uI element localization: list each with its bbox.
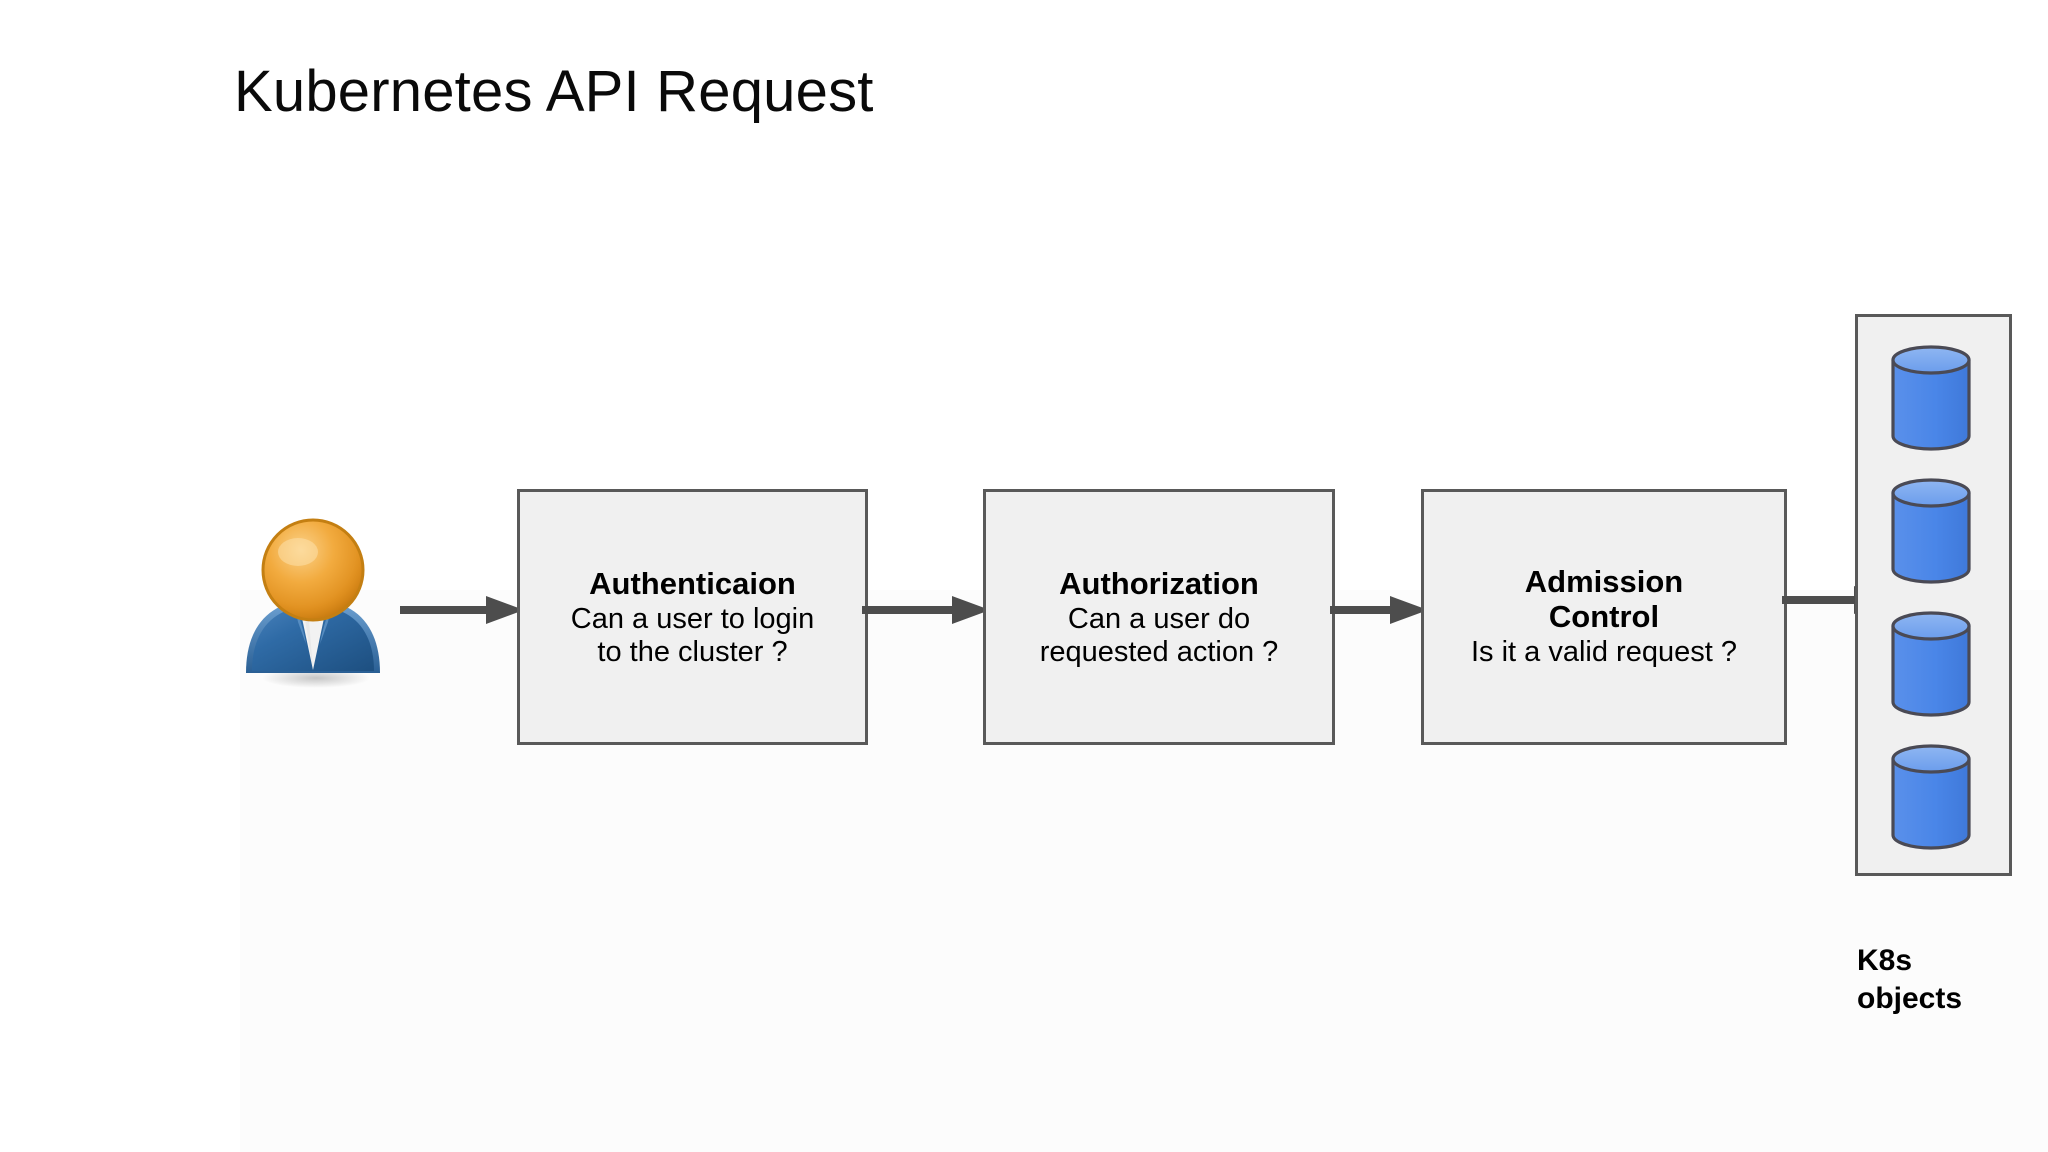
stage-question-authorization: Can a user do requested action ? (1039, 603, 1279, 668)
stage-box-authentication[interactable]: Authenticaion Can a user to login to the… (517, 489, 868, 745)
k8s-objects-store[interactable] (1855, 314, 2012, 876)
database-cylinder-icon (1891, 478, 1971, 584)
stage-question-authentication: Can a user to login to the cluster ? (570, 603, 815, 668)
arrow-authorization-to-admission-control (1330, 590, 1428, 630)
page-title: Kubernetes API Request (234, 59, 874, 124)
stage-title-authorization: Authorization (1059, 565, 1259, 601)
stage-box-authorization[interactable]: Authorization Can a user do requested ac… (983, 489, 1335, 745)
database-cylinder-icon (1891, 345, 1971, 451)
stage-title-authentication: Authenticaion (589, 565, 796, 601)
arrow-authentication-to-authorization (862, 590, 990, 630)
stage-title-admission-control: Admission Control (1524, 564, 1684, 634)
k8s-objects-label: K8s objects (1857, 944, 1963, 1015)
database-cylinder-icon (1891, 744, 1971, 850)
stage-question-admission-control: Is it a valid request ? (1471, 636, 1737, 669)
database-cylinder-icon (1891, 611, 1971, 717)
user-icon (238, 518, 388, 690)
stage-box-admission-control[interactable]: Admission Control Is it a valid request … (1421, 489, 1787, 745)
arrow-user-to-authentication (400, 590, 524, 630)
